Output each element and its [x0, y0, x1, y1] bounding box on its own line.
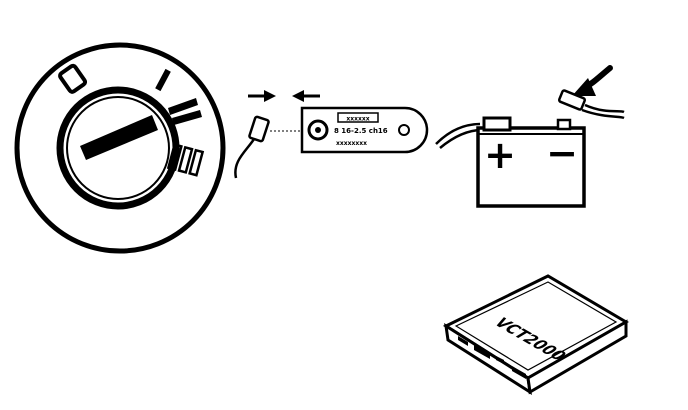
mount-hole [398, 124, 410, 136]
plus-symbol: + [484, 133, 516, 177]
connector-label-main: 8 16-2.5 ch16 [334, 127, 388, 135]
position-zero-mark [58, 63, 88, 94]
negative-clamp [557, 89, 587, 111]
negative-cable-lower [581, 108, 625, 120]
ignition-switch-icon [14, 42, 226, 254]
curved-arrow-icon [572, 65, 613, 96]
position-two-mark [168, 98, 202, 125]
minus-symbol: − [546, 131, 578, 175]
socket-center [315, 127, 321, 133]
position-one-mark [155, 68, 171, 92]
position-three-mark [166, 142, 205, 177]
negative-terminal [556, 118, 572, 131]
arrow-left-icon [292, 90, 320, 102]
box-top-face [442, 274, 629, 380]
connector-body [300, 106, 429, 154]
interface-box-icon: VCT2000 [442, 274, 629, 396]
negative-cable [584, 103, 625, 114]
box-top-bevel [454, 281, 618, 371]
battery-body [476, 126, 586, 208]
connector-plug [248, 115, 270, 143]
connector-label-bottom: xxxxxxxx [336, 140, 367, 147]
positive-cable-lower [439, 128, 483, 149]
box-ports [458, 336, 526, 379]
diagnostic-connector-icon: xxxxxx 8 16-2.5 ch16 xxxxxxxx [234, 90, 429, 179]
arrow-right-icon [248, 90, 276, 102]
connector-label-top: xxxxxx [346, 116, 369, 123]
positive-cable [435, 122, 481, 145]
positive-terminal [482, 116, 512, 132]
connector-cable [234, 135, 258, 179]
key-slot [80, 115, 158, 160]
box-right-face [526, 319, 628, 395]
connector-label-top-box [337, 112, 379, 123]
battery-icon: + − [435, 65, 625, 208]
